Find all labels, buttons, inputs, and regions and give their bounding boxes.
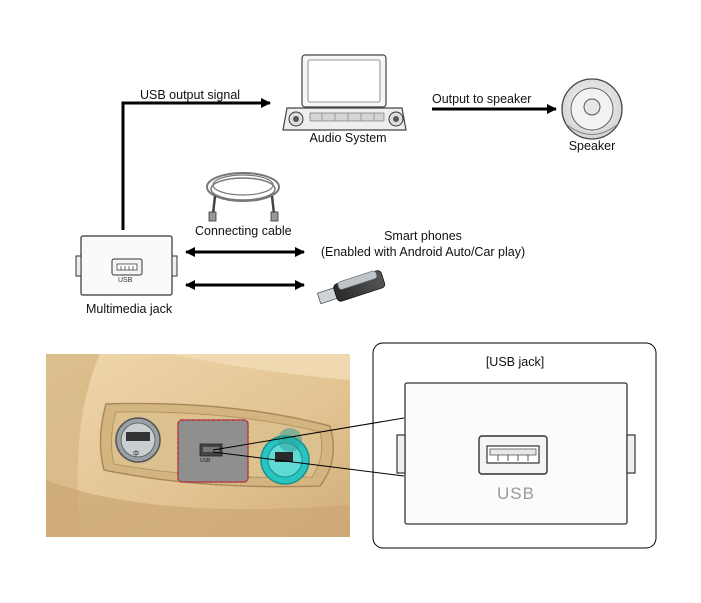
usb-photo-label: USB: [200, 458, 211, 464]
usb-small-label: USB: [118, 277, 133, 284]
callout-line-top: [212, 417, 405, 451]
usb-large-label: USB: [497, 484, 535, 503]
usb-jack-large-icon: [396, 382, 636, 525]
usb-output-signal-arrow: [121, 98, 271, 230]
usb-jack-title: [USB jack]: [485, 355, 545, 369]
audio-system-unit: [282, 54, 407, 131]
usb-output-signal-label: USB output signal: [140, 88, 241, 102]
multimedia-jack-label: Multimedia jack: [86, 302, 173, 316]
usb-jack-detail-frame: [372, 342, 657, 549]
audio-system-label: Audio System: [309, 131, 387, 145]
connecting-cable-icon: [206, 172, 280, 222]
speaker-label: Speaker: [568, 139, 616, 153]
usb-flash-drive-icon: [316, 270, 386, 305]
callout-line-bottom: [212, 451, 405, 477]
speaker-icon: [561, 78, 623, 140]
svg-text:ф: ф: [133, 449, 139, 457]
smart-phones-note: (Enabled with Android Auto/Car play): [320, 245, 526, 259]
connecting-cable-label: Connecting cable: [195, 224, 292, 238]
smart-phones-label: Smart phones: [384, 229, 462, 243]
console-photo: ф: [46, 354, 350, 537]
multimedia-jack-icon: [75, 235, 178, 296]
output-to-speaker-label: Output to speaker: [432, 92, 532, 106]
